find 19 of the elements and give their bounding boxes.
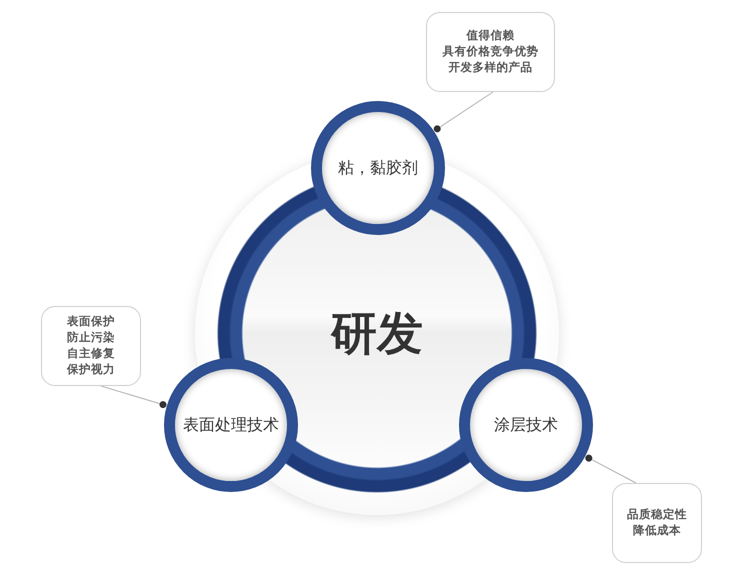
callout-text: 具有价格竞争优势: [442, 44, 538, 60]
callout-text: 防止污染: [67, 330, 115, 346]
callout-text: 值得信赖: [466, 28, 514, 44]
callout-box: [41, 306, 141, 386]
callout-text: 自主修复: [67, 346, 115, 362]
leader-line: [434, 92, 494, 132]
leader-line: [100, 386, 166, 408]
hub-title: 研发: [312, 298, 442, 370]
leader-line: [585, 454, 636, 484]
circle-label: 粘，黏胶剂: [338, 158, 418, 178]
callout-box: [612, 483, 702, 563]
callout-text: 表面保护: [67, 314, 115, 330]
callout-text: 降低成本: [633, 523, 681, 539]
callout-text: 保护视力: [67, 362, 115, 378]
circle-label: 表面处理技术: [183, 416, 279, 436]
circle-label: 涂层技术: [494, 416, 558, 436]
callout-box: [426, 12, 555, 92]
callout-text: 开发多样的产品: [448, 60, 532, 76]
callout-text: 品质稳定性: [627, 507, 687, 523]
